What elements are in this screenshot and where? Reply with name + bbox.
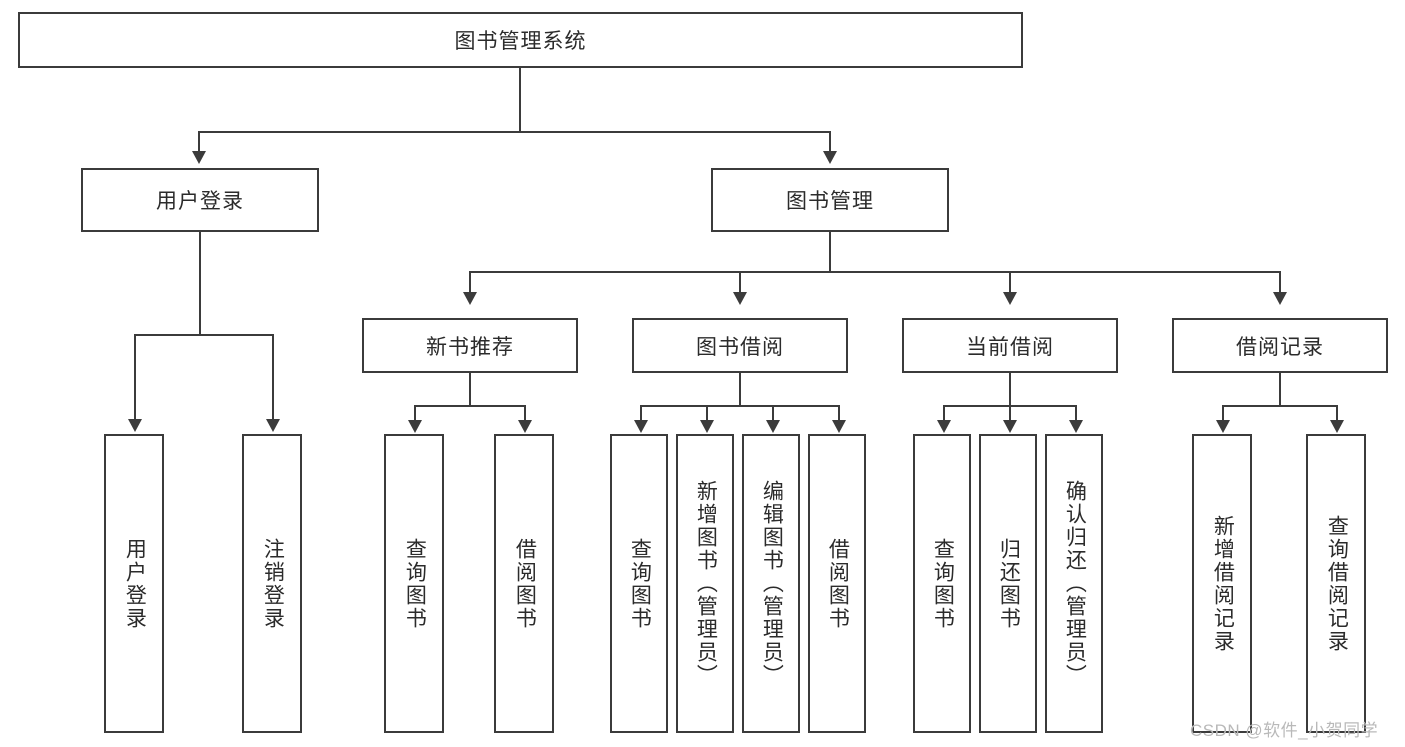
arrowhead-book-borrow-to-leaf-2: [700, 420, 714, 433]
arrowhead-borrow-record-to-leaf-2: [1330, 420, 1344, 433]
leaf-user-login-1[interactable]: 用户登录: [104, 434, 164, 733]
arrowhead-user-login-to-leaf-2: [266, 419, 280, 432]
edge-current-borrow-to-leaf-1: [943, 405, 945, 421]
edge-new-book-bus: [414, 405, 526, 407]
edge-borrow-record-to-leaf-2: [1336, 405, 1338, 421]
arrowhead-new-book-to-leaf-2: [518, 420, 532, 433]
edge-book-borrow-stem: [739, 373, 741, 406]
arrowhead-book-management-to-new-book: [463, 292, 477, 305]
leaf-book-borrow-1[interactable]: 查询图书: [610, 434, 668, 733]
leaf-borrow-record-1[interactable]: 新增借阅记录: [1192, 434, 1252, 733]
edge-current-borrow-stem: [1009, 373, 1011, 406]
leaf-label: 归还图书: [997, 537, 1021, 630]
edge-borrow-record-to-leaf-1: [1222, 405, 1224, 421]
arrowhead-book-borrow-to-leaf-1: [634, 420, 648, 433]
edge-user-login-to-leaf-2: [272, 334, 274, 420]
edge-current-borrow-to-leaf-2: [1009, 405, 1011, 421]
node-root-book-management-system[interactable]: 图书管理系统: [18, 12, 1023, 68]
arrowhead-current-borrow-to-leaf-3: [1069, 420, 1083, 433]
arrowhead-current-borrow-to-leaf-1: [937, 420, 951, 433]
leaf-current-borrow-2[interactable]: 归还图书: [979, 434, 1037, 733]
watermark-csdn: CSDN @软件_小贺同学: [1190, 721, 1379, 740]
arrowhead-book-management-to-current: [1003, 292, 1017, 305]
leaf-label: 用户登录: [123, 537, 147, 630]
leaf-borrow-record-2[interactable]: 查询借阅记录: [1306, 434, 1366, 733]
edge-root-stem: [519, 68, 521, 133]
leaf-label: 确认归还（管理员）: [1063, 480, 1087, 687]
node-book-borrow[interactable]: 图书借阅: [632, 318, 848, 373]
arrowhead-book-borrow-to-leaf-4: [832, 420, 846, 433]
edge-user-login-stem: [199, 232, 201, 335]
arrowhead-user-login-to-leaf-1: [128, 419, 142, 432]
edge-user-login-bus: [134, 334, 273, 336]
leaf-label: 查询图书: [628, 537, 652, 630]
leaf-label: 借阅图书: [513, 537, 537, 630]
leaf-current-borrow-3[interactable]: 确认归还（管理员）: [1045, 434, 1103, 733]
node-book-management[interactable]: 图书管理: [711, 168, 949, 232]
node-current-borrow[interactable]: 当前借阅: [902, 318, 1118, 373]
arrowhead-root-to-user-login: [192, 151, 206, 164]
edge-book-management-stem: [829, 232, 831, 273]
leaf-label: 查询借阅记录: [1325, 514, 1349, 653]
edge-book-borrow-to-leaf-1: [640, 405, 642, 421]
edge-book-management-bus: [469, 271, 1281, 273]
edge-current-borrow-to-leaf-3: [1075, 405, 1077, 421]
edge-borrow-record-stem: [1279, 373, 1281, 406]
leaf-label: 查询图书: [931, 537, 955, 630]
edge-new-book-to-leaf-2: [524, 405, 526, 421]
leaf-label: 注销登录: [261, 537, 285, 630]
leaf-book-borrow-3[interactable]: 编辑图书（管理员）: [742, 434, 800, 733]
node-new-book-recommend[interactable]: 新书推荐: [362, 318, 578, 373]
edge-book-borrow-to-leaf-4: [838, 405, 840, 421]
leaf-book-borrow-4[interactable]: 借阅图书: [808, 434, 866, 733]
edge-book-management-to-new-book: [469, 271, 471, 294]
leaf-label: 新增图书（管理员）: [694, 480, 718, 687]
leaf-new-book-1[interactable]: 查询图书: [384, 434, 444, 733]
node-borrow-record[interactable]: 借阅记录: [1172, 318, 1388, 373]
edge-user-login-to-leaf-1: [134, 334, 136, 420]
leaf-label: 编辑图书（管理员）: [760, 480, 784, 687]
leaf-label: 借阅图书: [826, 537, 850, 630]
edge-book-borrow-bus: [640, 405, 838, 407]
arrowhead-borrow-record-to-leaf-1: [1216, 420, 1230, 433]
edge-new-book-stem: [469, 373, 471, 406]
leaf-new-book-2[interactable]: 借阅图书: [494, 434, 554, 733]
arrowhead-new-book-to-leaf-1: [408, 420, 422, 433]
edge-borrow-record-bus: [1222, 405, 1338, 407]
leaf-book-borrow-2[interactable]: 新增图书（管理员）: [676, 434, 734, 733]
edge-book-management-to-current: [1009, 271, 1011, 294]
edge-book-borrow-to-leaf-3: [772, 405, 774, 421]
arrowhead-root-to-book-management: [823, 151, 837, 164]
edge-root-to-user-login: [198, 131, 200, 153]
node-user-login[interactable]: 用户登录: [81, 168, 319, 232]
edge-book-management-to-borrow: [739, 271, 741, 294]
edge-root-to-book-management: [829, 131, 831, 153]
edge-root-bus: [198, 131, 830, 133]
leaf-current-borrow-1[interactable]: 查询图书: [913, 434, 971, 733]
leaf-user-login-2[interactable]: 注销登录: [242, 434, 302, 733]
leaf-label: 新增借阅记录: [1211, 514, 1235, 653]
edge-book-management-to-record: [1279, 271, 1281, 294]
arrowhead-book-management-to-record: [1273, 292, 1287, 305]
edge-book-borrow-to-leaf-2: [706, 405, 708, 421]
arrowhead-current-borrow-to-leaf-2: [1003, 420, 1017, 433]
arrowhead-book-borrow-to-leaf-3: [766, 420, 780, 433]
edge-new-book-to-leaf-1: [414, 405, 416, 421]
leaf-label: 查询图书: [403, 537, 427, 630]
arrowhead-book-management-to-borrow: [733, 292, 747, 305]
